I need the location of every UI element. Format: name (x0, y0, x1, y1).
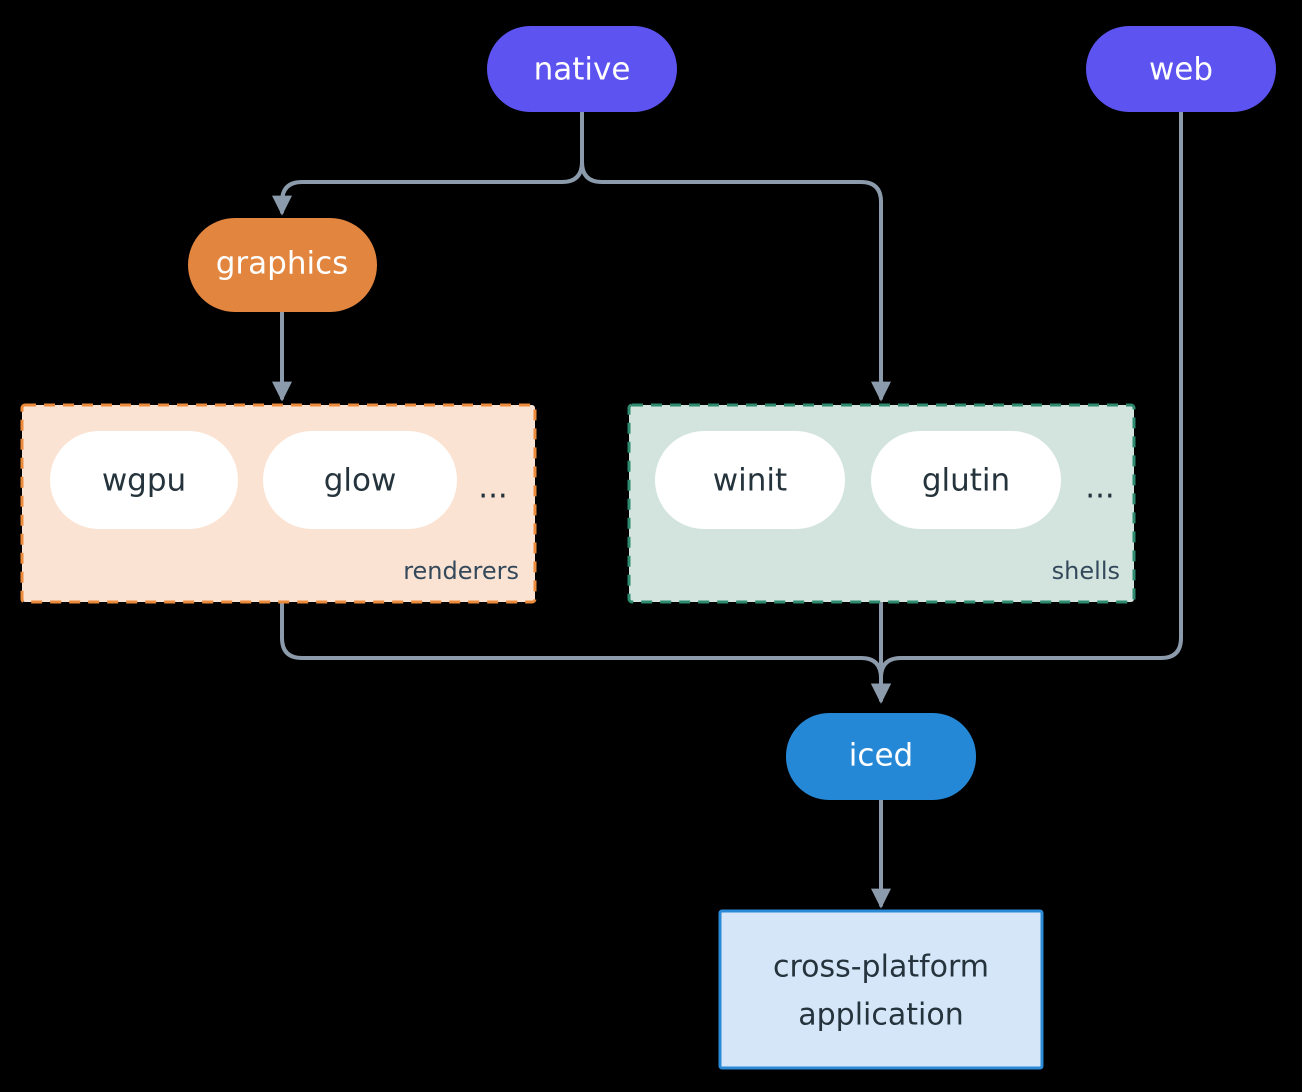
edge-native-to-graphics (272, 110, 584, 216)
group-renderers[interactable]: wgpu glow ... renderers (20, 403, 537, 604)
node-native-shape (487, 26, 677, 112)
shell-chip-glutin[interactable] (871, 431, 1061, 529)
shells-overflow-ellipsis: ... (1085, 470, 1115, 506)
edge-native-to-shells (580, 110, 891, 402)
edge-renderers-to-iced (280, 600, 891, 704)
node-web[interactable]: web (1086, 26, 1276, 112)
node-application-label-line2: application (798, 998, 963, 1033)
shells-group-caption: shells (1052, 557, 1120, 585)
edge-layer (272, 110, 1183, 909)
renderer-chip-glow-label: glow (324, 463, 397, 499)
renderers-overflow-ellipsis: ... (478, 470, 508, 506)
edge-web-to-iced (871, 110, 1183, 704)
node-graphics-shape (188, 218, 377, 312)
shell-chip-glutin-label: glutin (922, 463, 1010, 499)
node-web-label: web (1149, 52, 1213, 88)
node-application-label-line1: cross-platform (773, 950, 989, 985)
renderers-group-caption: renderers (403, 557, 519, 585)
node-graphics-label: graphics (216, 246, 349, 282)
node-native-label: native (534, 52, 631, 88)
group-shells[interactable]: winit glutin ... shells (627, 403, 1136, 604)
node-iced-shape (786, 713, 976, 800)
renderer-chip-wgpu[interactable] (50, 431, 238, 529)
node-graphics[interactable]: graphics (188, 218, 377, 312)
node-application-shape (718, 909, 1044, 1070)
node-web-shape (1086, 26, 1276, 112)
node-application[interactable]: cross-platform application (718, 909, 1044, 1070)
shell-chip-winit[interactable] (655, 431, 845, 529)
shell-chip-winit-label: winit (713, 463, 787, 499)
renderer-chip-glow[interactable] (263, 431, 457, 529)
node-iced-label: iced (849, 738, 913, 774)
renderer-chip-wgpu-label: wgpu (102, 463, 186, 499)
node-native[interactable]: native (487, 26, 677, 112)
node-iced[interactable]: iced (786, 713, 976, 800)
